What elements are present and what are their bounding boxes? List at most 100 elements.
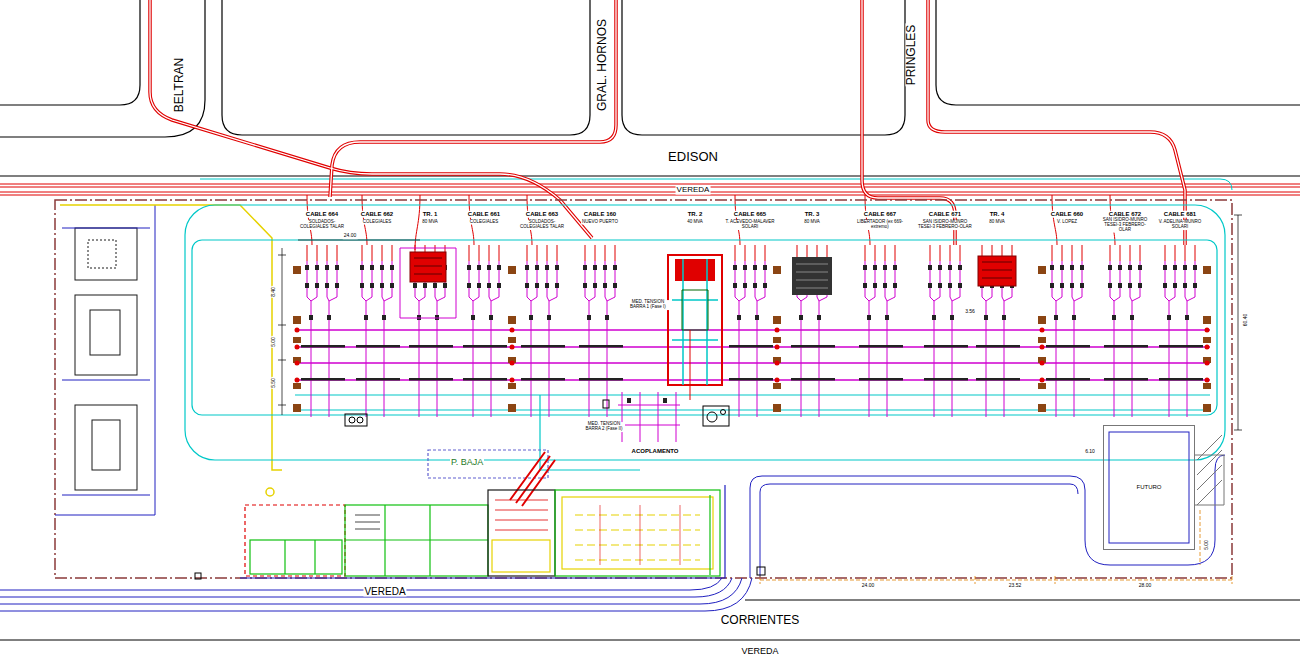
feeder-bay xyxy=(301,245,1203,417)
feeder-name: COLEGIALES xyxy=(362,220,393,225)
house-plan xyxy=(92,420,120,470)
transformer-symbol xyxy=(400,248,1016,385)
street-block xyxy=(0,0,205,137)
cable-label: CABLE 662 xyxy=(360,211,394,218)
gate-symbol xyxy=(195,573,201,579)
building-plan xyxy=(240,485,725,578)
building-plan xyxy=(575,515,700,560)
street-block xyxy=(0,0,1300,176)
building-block: P. BAJA xyxy=(245,452,720,578)
building-plan xyxy=(345,505,488,576)
transformer-symbol xyxy=(400,248,456,318)
building-plan xyxy=(488,490,555,576)
house-plan xyxy=(62,228,150,495)
feeder-name: COLEGIALES xyxy=(469,220,500,225)
feeder-bay xyxy=(1046,245,1090,417)
feeder-name: V. ADELINA-MUNRO SOLARI xyxy=(1156,220,1204,230)
road-line xyxy=(750,455,1225,578)
feeder-cable xyxy=(862,0,955,245)
site-boundary xyxy=(55,200,1232,578)
feeder-name: V. LOPEZ xyxy=(1056,220,1078,225)
house-plan xyxy=(90,310,120,355)
building-plan xyxy=(600,505,680,565)
equipment-symbol xyxy=(357,417,363,423)
node-text: P. BAJA xyxy=(450,458,484,468)
equipment-symbol xyxy=(707,412,717,422)
feeder-bay xyxy=(859,245,903,417)
earth-line xyxy=(60,205,282,470)
cable-label: CABLE 667 xyxy=(863,211,897,218)
transformer-symbol xyxy=(672,259,718,385)
feeder-cable xyxy=(150,0,1185,245)
rating-label: 40 MVA xyxy=(686,220,704,225)
feeder-bay xyxy=(579,245,623,417)
feeder-bay xyxy=(1104,245,1148,417)
street-name: CORRIENTES xyxy=(720,614,801,627)
gantry-post xyxy=(293,266,301,412)
cable-label: CABLE 664 xyxy=(305,211,339,218)
earth-line xyxy=(266,488,274,496)
gate-symbol xyxy=(195,567,765,579)
coupling-bay xyxy=(622,392,676,442)
feeder-name: SOLDADOS-COLEGIALES TALAR xyxy=(296,220,348,230)
street-edge xyxy=(745,600,1300,601)
feeder-name: SAN ISIDRO-MUNRO TESEI-3 FEBRERO-OLAR xyxy=(1099,218,1151,233)
coupling-bay xyxy=(627,398,631,403)
equipment-symbol xyxy=(603,400,609,408)
feeder-cable xyxy=(928,0,1185,245)
house-plan xyxy=(55,205,155,515)
yard-outline xyxy=(540,395,640,470)
building-plan xyxy=(709,495,710,575)
coupling-bay xyxy=(690,330,691,400)
gate-symbol xyxy=(757,567,765,575)
transformer-symbol xyxy=(668,255,722,385)
dimension: 24.00 xyxy=(343,233,358,239)
street-block xyxy=(936,0,1300,105)
dimension-line xyxy=(298,240,420,241)
transformer-symbol xyxy=(675,259,715,281)
future-area-box: FUTURO xyxy=(1103,425,1195,550)
dimension: 24.00 xyxy=(861,583,876,589)
transformer-symbol xyxy=(682,290,708,330)
future-area xyxy=(1195,455,1224,505)
feeder-bay xyxy=(409,245,453,417)
transformer-label: TR. 1 xyxy=(422,211,439,218)
gantry-post xyxy=(1203,266,1211,412)
road-line xyxy=(0,455,1225,611)
gantry-post xyxy=(293,266,1211,412)
street-edge xyxy=(0,640,1300,641)
feeder-cable xyxy=(150,0,592,238)
transformer-symbol xyxy=(414,258,442,274)
building-plan xyxy=(245,505,345,576)
feeder-cable xyxy=(330,0,616,197)
yard-outline xyxy=(185,205,1225,470)
equipment-symbol xyxy=(721,410,726,415)
building-plan xyxy=(492,540,550,572)
dimension: 23.52 xyxy=(1008,583,1023,589)
future-area xyxy=(1109,432,1189,543)
building-plan xyxy=(285,540,315,574)
road-line xyxy=(760,484,1078,578)
dimension: 28.00 xyxy=(1138,583,1153,589)
feeder-cable xyxy=(150,0,1185,250)
sidewalk-name: VEREDA xyxy=(740,647,779,657)
dimension-line xyxy=(278,248,286,415)
street-block xyxy=(0,175,1300,176)
coupling-bay xyxy=(663,398,667,403)
dimension-line xyxy=(1200,510,1201,565)
road-line xyxy=(0,578,722,590)
sidewalk-line xyxy=(200,179,1232,190)
street-name: BELTRAN xyxy=(173,57,186,113)
feeder-cable xyxy=(307,195,1115,250)
building-plan xyxy=(345,505,488,576)
street-edge xyxy=(0,600,1300,640)
transformer-symbol xyxy=(978,256,1016,286)
feeder-bay xyxy=(924,245,968,417)
feeder-cable xyxy=(330,0,616,197)
building-plan xyxy=(562,497,713,569)
feeder-cable xyxy=(415,195,420,250)
sidewalk-line xyxy=(200,179,1232,190)
cable-label: CABLE 660 xyxy=(1050,211,1084,218)
dimension-line xyxy=(278,215,1242,430)
